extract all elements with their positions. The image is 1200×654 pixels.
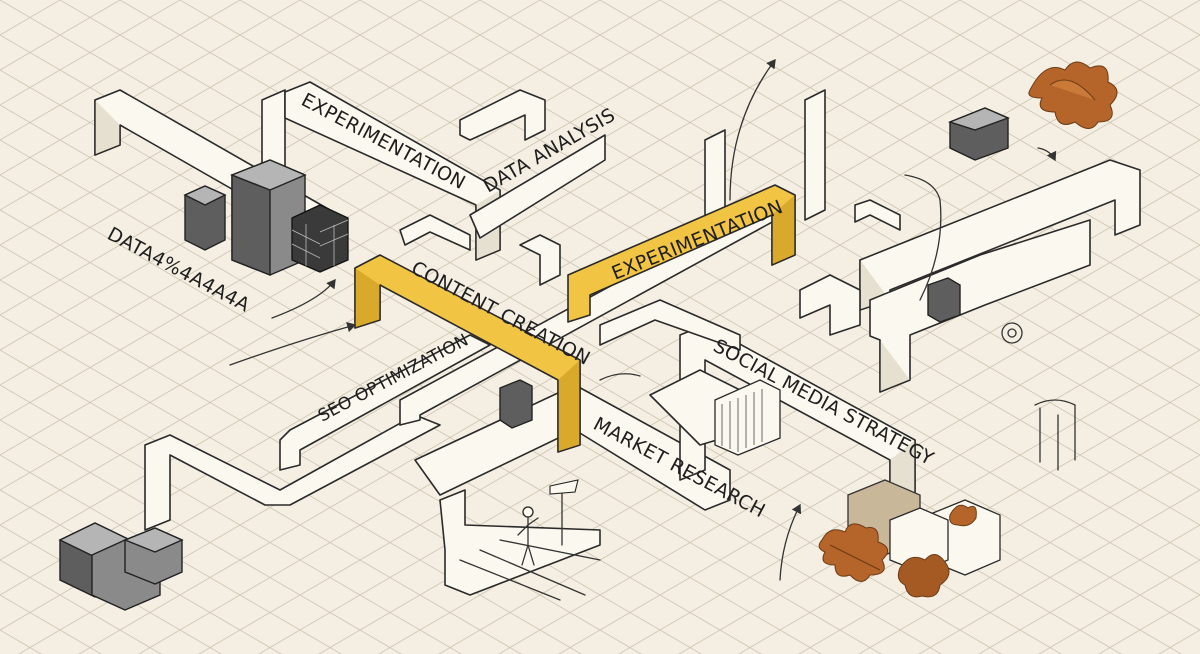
highlighted-path (354, 184, 796, 453)
pipe-network (94, 81, 1141, 601)
oak-leaf-icon (949, 504, 977, 527)
person-figure-icon (517, 506, 539, 566)
oak-leaf-icon (1028, 61, 1118, 129)
isometric-blocks (58, 107, 1076, 611)
signpost-icon (549, 479, 579, 546)
oak-leaf-icon (818, 523, 889, 582)
connector-arrows (229, 58, 1057, 581)
oak-leaf-icon (897, 554, 950, 598)
